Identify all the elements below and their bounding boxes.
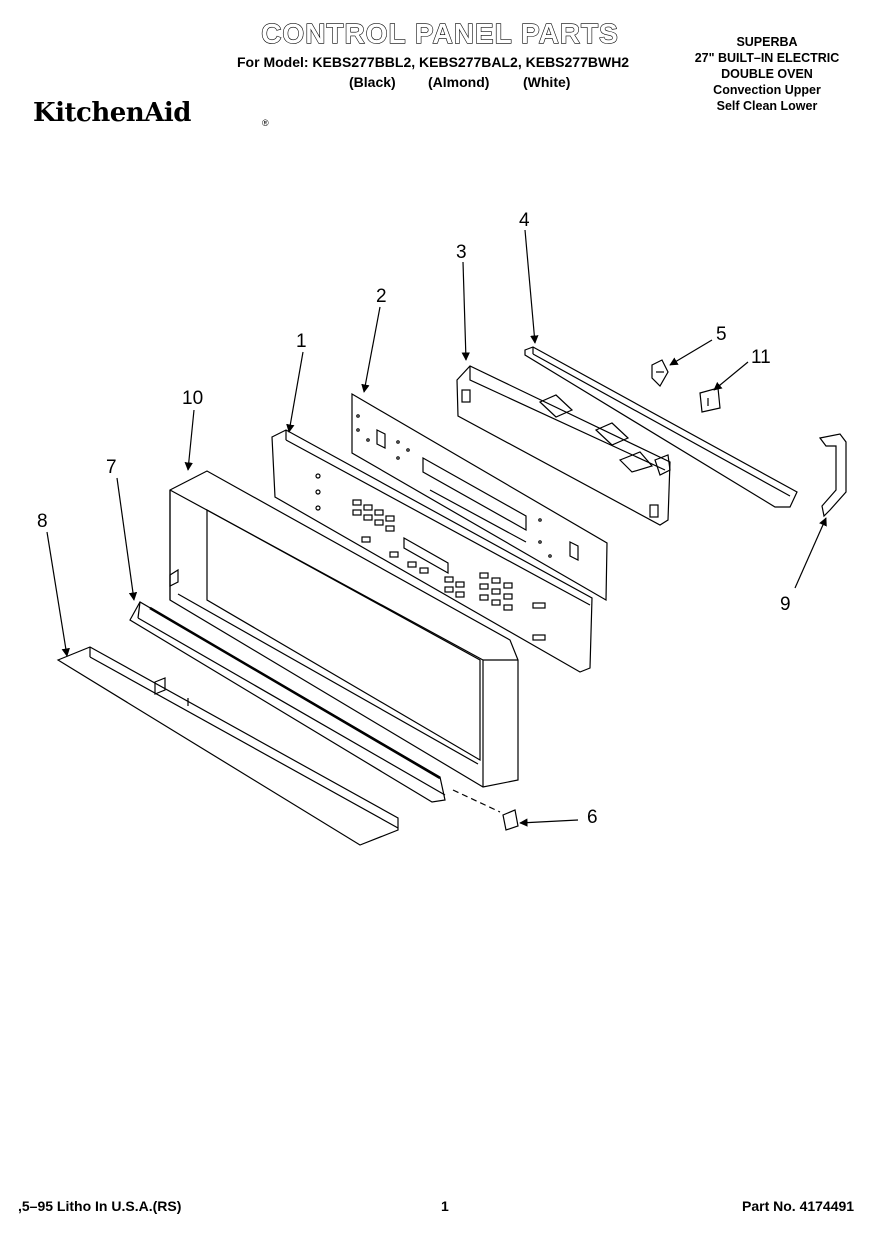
registered-mark: ® (262, 118, 269, 128)
callout-1: 1 (296, 331, 307, 352)
callout-6: 6 (587, 807, 598, 828)
callout-8: 8 (37, 511, 48, 532)
callout-3: 3 (456, 242, 467, 263)
color-almond-label: (Almond) (428, 74, 490, 90)
keypad-buttons (352, 499, 546, 641)
part-7-panel-strip (129, 601, 446, 803)
product-line-5: Self Clean Lower (716, 99, 818, 113)
color-white-label: (White) (523, 74, 571, 90)
footer-print-info: ,5–95 Litho In U.S.A.(RS) (18, 1198, 182, 1214)
part-8-trim-strip (56, 646, 399, 846)
callout-lines (46, 229, 827, 827)
callout-11: 11 (751, 347, 771, 368)
part-number: Part No. 4174491 (742, 1198, 855, 1214)
kitchenaid-logo: KitchenAid (33, 98, 191, 128)
model-numbers: For Model: KEBS277BBL2, KEBS277BAL2, KEB… (237, 54, 630, 70)
part-1-control-panel (271, 429, 593, 673)
part-4-mounting-rail (524, 346, 798, 508)
assembly-line (452, 789, 501, 813)
callout-9: 9 (780, 594, 791, 615)
indicator-dot (315, 473, 321, 479)
part-6-clip (452, 789, 519, 831)
product-line-2: 27" BUILT–IN ELECTRIC (694, 51, 840, 65)
callout-7: 7 (106, 457, 117, 478)
indicator-dot (315, 505, 321, 511)
callout-2: 2 (376, 286, 387, 307)
page-title: CONTROL PANEL PARTS (261, 17, 619, 49)
part-10-control-housing (169, 470, 519, 788)
product-description: SUPERBA 27" BUILT–IN ELECTRIC DOUBLE OVE… (682, 34, 852, 114)
part-2-overlay-panel (351, 392, 608, 602)
product-line-3: DOUBLE OVEN (721, 67, 813, 81)
product-line-4: Convection Upper (713, 83, 821, 97)
display-window (403, 536, 449, 575)
part-5-clip (651, 359, 669, 387)
callout-4: 4 (519, 210, 530, 231)
callout-numbers: 1 2 3 4 5 6 7 8 9 10 11 (37, 210, 791, 828)
page-number: 1 (441, 1198, 449, 1214)
part-9-hinge-bracket (818, 433, 847, 518)
product-line-1: SUPERBA (736, 35, 798, 49)
part-11-bracket (699, 387, 721, 413)
indicator-dot (315, 489, 321, 495)
part-3-control-board (456, 365, 671, 526)
color-black-label: (Black) (349, 74, 396, 90)
callout-5: 5 (716, 324, 727, 345)
callout-10: 10 (182, 388, 203, 409)
